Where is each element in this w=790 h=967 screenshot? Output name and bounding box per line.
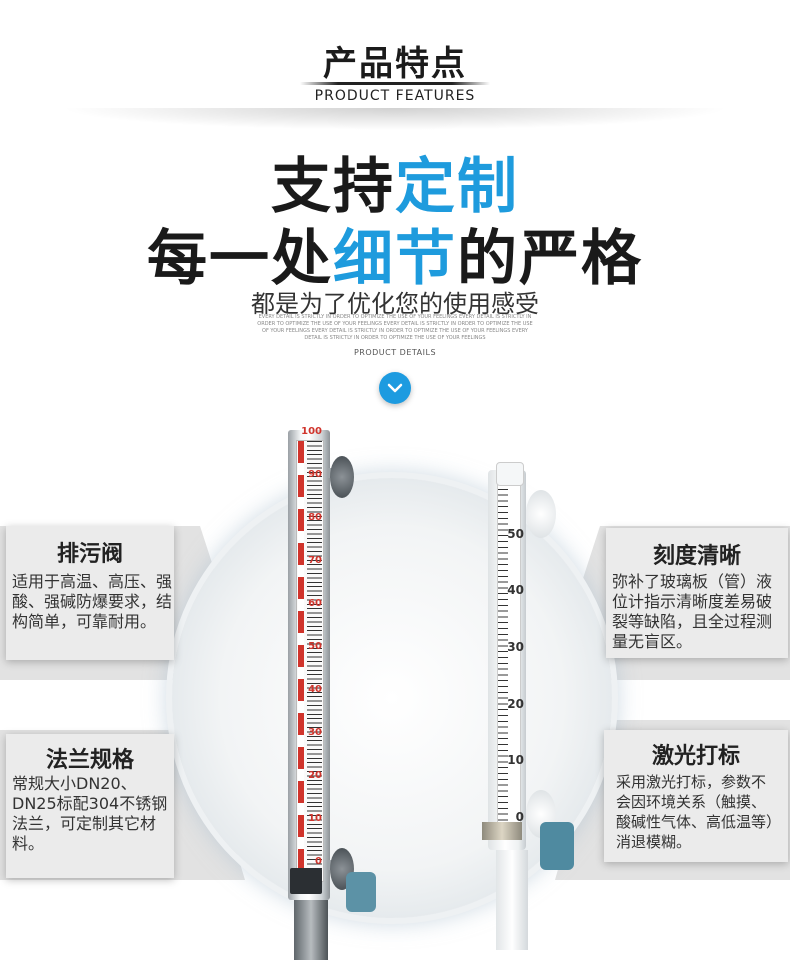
headline-line-3: 都是为了优化您的使用感受 [251, 290, 539, 318]
tick-label: 20 [507, 696, 524, 711]
right-drain-valve [496, 850, 528, 950]
chevron-down-icon [387, 383, 403, 393]
tick-label: 10 [507, 753, 524, 768]
tick-label: 50 [308, 641, 322, 652]
left-level-gauge: 0 10 20 30 40 50 60 70 80 90 100 [288, 426, 330, 900]
left-tick-labels: 0 10 20 30 40 50 60 70 80 90 100 [300, 426, 322, 874]
tick-label: 0 [515, 810, 524, 824]
headline-line-2: 每一处细节的严格 [0, 210, 790, 297]
headline-1-accent: 定制 [395, 152, 519, 222]
tick-label: 0 [315, 856, 322, 867]
scroll-down-button[interactable] [379, 372, 411, 404]
tick-label: 40 [308, 684, 322, 695]
left-gauge-scale [296, 440, 324, 882]
product-details-label: PRODUCT DETAILS [353, 348, 437, 357]
feature-body: 采用激光打标，参数不会因环境关系（触摸、酸碱性气体、高低温等）消退模糊。 [616, 773, 774, 851]
left-drain-valve [294, 900, 328, 960]
tick-label: 30 [308, 727, 322, 738]
left-upper-flange [330, 456, 354, 498]
section-subtitle: PRODUCT FEATURES [314, 88, 476, 104]
feature-title: 激光打标 [651, 744, 740, 769]
header-shadow [60, 108, 730, 130]
right-upper-flange [526, 490, 556, 538]
tick-label: 10 [308, 813, 322, 824]
feature-card-clear-scale: 刻度清晰 弥补了玻璃板（管）液位计指示清晰度差易破裂等缺陷，且全过程测量无盲区。 [606, 528, 788, 658]
headline-1-prefix: 支持 [271, 152, 395, 222]
headline-line-1: 支持定制 [0, 138, 790, 225]
right-transmitter [540, 822, 574, 870]
left-nameplate [290, 868, 322, 894]
tick-label: 100 [301, 426, 322, 437]
tick-label: 90 [308, 469, 322, 480]
feature-body: 常规大小DN20、DN25标配304不锈钢法兰，可定制其它材料。 [12, 774, 168, 853]
section-title: 产品特点 [323, 44, 467, 84]
feature-body: 适用于高温、高压、强酸、强碱防爆要求，结构简单，可靠耐用。 [12, 572, 173, 631]
left-scale-red-band [298, 441, 304, 881]
feature-body: 弥补了玻璃板（管）液位计指示清晰度差易破裂等缺陷，且全过程测量无盲区。 [612, 572, 773, 651]
headline-2-suffix: 的严格 [457, 224, 643, 294]
feature-card-flange-spec: 法兰规格 常规大小DN20、DN25标配304不锈钢法兰，可定制其它材料。 [6, 734, 174, 878]
tick-label: 40 [507, 583, 524, 598]
feature-card-laser-mark: 激光打标 采用激光打标，参数不会因环境关系（触摸、酸碱性气体、高低温等）消退模糊… [604, 730, 788, 862]
left-scale-ticks [307, 441, 322, 881]
tick-label: 70 [308, 555, 322, 566]
title-underline [300, 82, 490, 85]
feature-title: 排污阀 [56, 542, 123, 567]
tick-label: 50 [507, 526, 524, 541]
right-nameplate [482, 822, 522, 840]
fine-print: EVERY DETAIL IS STRICTLY IN ORDER TO OPT… [257, 314, 533, 341]
product-backdrop-circle [172, 478, 612, 918]
tick-label: 80 [308, 512, 322, 523]
left-transmitter [346, 872, 376, 912]
feature-title: 刻度清晰 [652, 544, 741, 569]
right-top-cap [496, 462, 524, 486]
headline-2-accent: 细节 [333, 224, 457, 294]
right-scale-ticks [498, 483, 508, 833]
feature-card-drain-valve: 排污阀 适用于高温、高压、强酸、强碱防爆要求，结构简单，可靠耐用。 [6, 526, 174, 660]
tick-label: 60 [308, 598, 322, 609]
right-gauge-scale [497, 482, 521, 834]
tick-label: 20 [308, 770, 322, 781]
tick-label: 30 [507, 640, 524, 654]
headline-2-prefix: 每一处 [147, 224, 333, 294]
feature-title: 法兰规格 [45, 748, 134, 773]
